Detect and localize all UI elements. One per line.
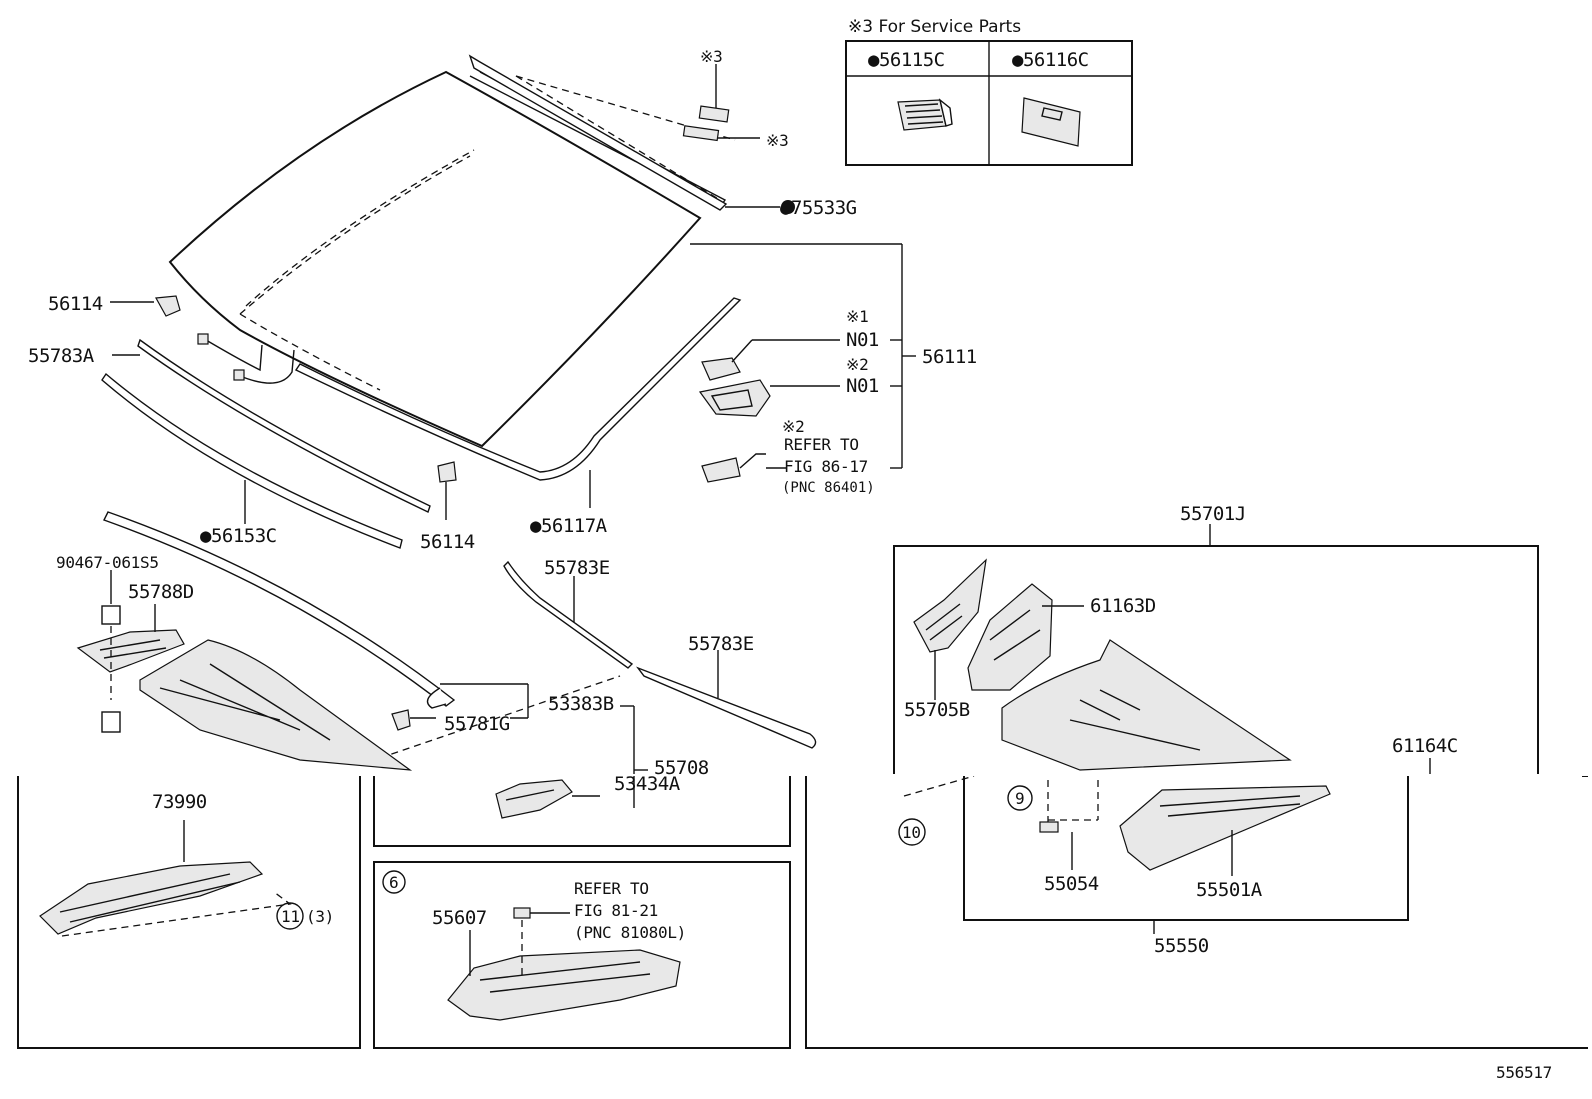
label-73990: 73990 [152,791,207,813]
label-55054: 55054 [1044,873,1099,895]
label-56114-left: 56114 [48,293,103,315]
label-pnc-81080L: (PNC 81080L) [574,923,686,942]
label-53383B: 53383B [548,693,614,715]
service-part-56115C: ●56115C [868,49,945,71]
label-61164C: 61164C [1392,735,1458,757]
svg-text:10: 10 [902,823,921,842]
label-qty-3: (3) [306,907,334,926]
cowl-brackets-53383B [440,683,648,819]
cowl-panel-box-55550 [903,775,1409,934]
cowl-panel-box-55701J [893,524,1539,776]
svg-text:11: 11 [281,907,300,926]
label-56153C: ●56153C [200,525,277,547]
label-N01-b: N01 [846,375,879,397]
cowl-louver-assembly [76,570,447,771]
pad-56116C-illustration [1021,97,1081,147]
box-73990 [17,776,361,1049]
label-55708: 55708 [654,757,709,779]
side-moldings-left [101,295,456,707]
label-mark2-b: ※2 [782,417,804,436]
label-56114-mid: 56114 [420,531,475,553]
label-55783E-b: 55783E [688,633,754,655]
label-55783A: 55783A [28,345,95,367]
svg-text:6: 6 [389,873,398,892]
box-55708-lower [373,776,791,847]
lower-molding-56117A [294,297,742,520]
clip-56115C-illustration [897,98,953,131]
service-parts-box: ※3 For Service Parts ●56115C ●56116C [845,17,1133,166]
label-refer-to-a: REFER TO [784,435,859,454]
label-53434A: 53434A [614,773,681,795]
label-55501A: 55501A [1196,879,1263,901]
callout-6: 6 [382,870,406,894]
label-fig-86-17: FIG 86-17 [784,457,868,476]
svg-text:9: 9 [1015,789,1024,808]
figure-number: 556517 [1496,1063,1552,1082]
windshield-glass [168,70,903,468]
callout-10: 10 [898,818,926,846]
label-55550: 55550 [1154,935,1209,957]
label-mark3-side: ※3 [766,131,788,150]
label-55781G: 55781G [444,713,510,735]
callout-9: 9 [1007,785,1033,811]
label-mark1: ※1 [846,307,868,326]
cowl-seal-55783E [379,560,817,759]
label-55788D: 55788D [128,581,194,603]
label-56111: 56111 [922,346,977,368]
label-fig-81-21: FIG 81-21 [574,901,658,920]
label-90467-061S5: 90467-061S5 [56,553,159,572]
box-55607 [373,861,791,1049]
label-61163D: 61163D [1090,595,1156,617]
label-mark2-a: ※2 [846,355,868,374]
label-55607: 55607 [432,907,487,929]
label-55705B: 55705B [904,699,970,721]
service-part-56116C: ●56116C [1012,49,1089,71]
callout-11: 11 (3) [276,902,334,930]
service-parts-title: ※3 For Service Parts [848,17,1021,37]
top-molding-75533G [468,54,760,211]
label-75533G: ●75533G [780,197,857,219]
label-56117A: ●56117A [530,515,608,537]
label-refer-to-b: REFER TO [574,879,649,898]
label-N01-a: N01 [846,329,879,351]
sensor-brackets-N01 [698,339,916,483]
label-55701J: 55701J [1180,503,1246,525]
label-55783E-a: 55783E [544,557,610,579]
label-pnc-86401: (PNC 86401) [782,480,875,496]
glass-harness [197,333,295,384]
label-mark3-top: ※3 [700,47,722,66]
